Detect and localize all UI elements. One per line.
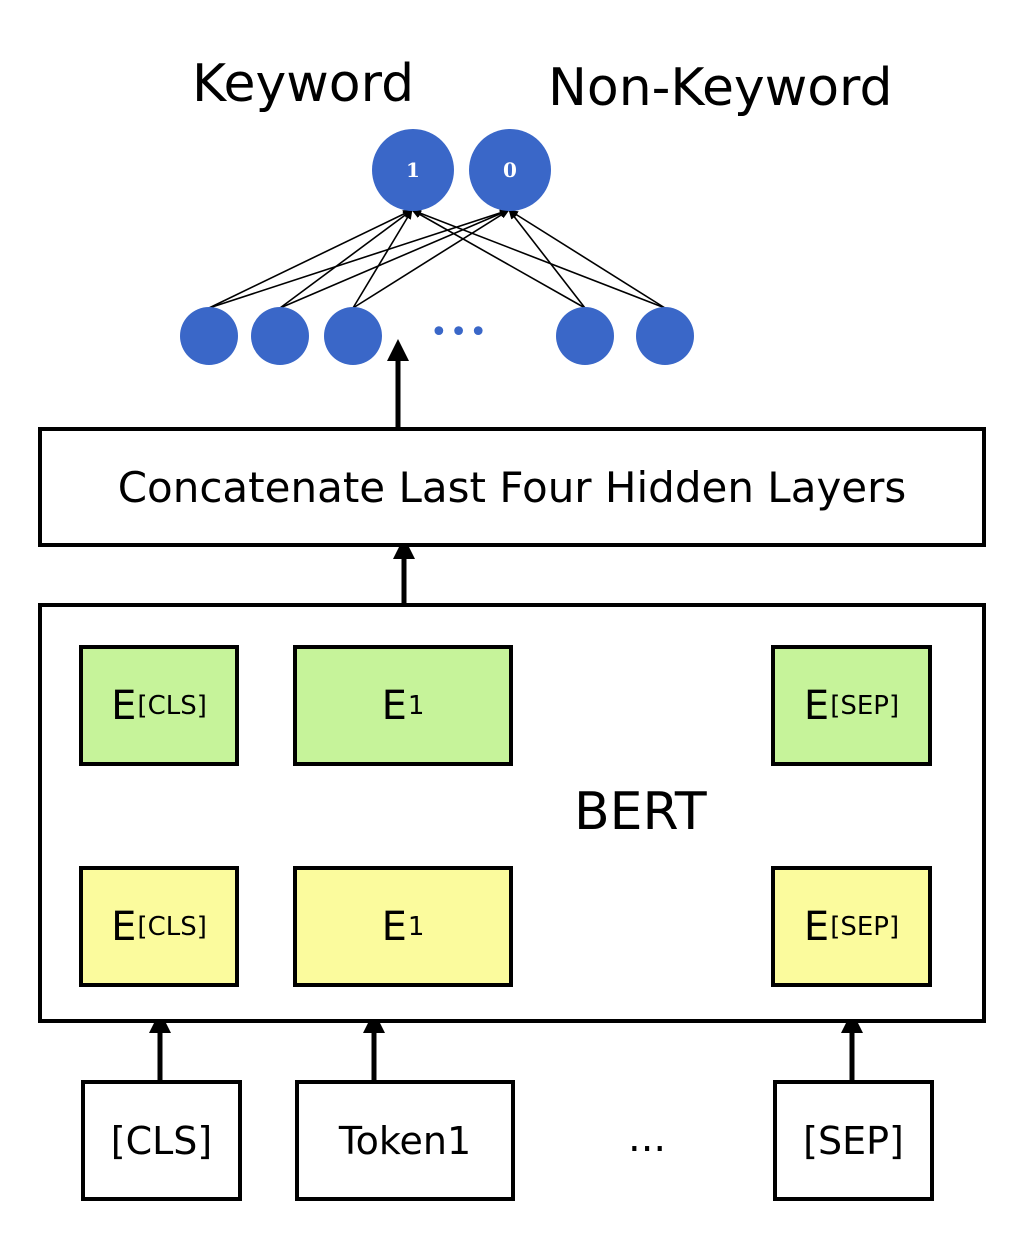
bottom-embedding-1-base: E (381, 903, 407, 950)
bert-label: BERT (574, 782, 707, 842)
token-token1-label: Token1 (338, 1118, 472, 1163)
concat-label: Concatenate Last Four Hidden Layers (117, 462, 907, 512)
bottom-embedding-1-sub: 1 (407, 911, 425, 942)
fc-lines (208, 208, 666, 309)
fc-line (208, 208, 510, 309)
fc-line (411, 209, 586, 309)
bottom-embedding-cls: E[CLS] (79, 866, 239, 987)
output-node-keyword: 1 (372, 129, 454, 211)
top-embedding-cls-sub: [CLS] (137, 690, 207, 721)
output-node-non-keyword-value: 0 (503, 158, 517, 182)
hidden-ellipsis: ••• (430, 315, 490, 350)
token-sep: [SEP] (773, 1080, 934, 1201)
non-keyword-label: Non-Keyword (548, 58, 893, 118)
top-embedding-cls: E[CLS] (79, 645, 239, 766)
top-embedding-sep-sub: [SEP] (830, 690, 900, 721)
concat-box: Concatenate Last Four Hidden Layers (38, 427, 986, 547)
hidden-node (180, 307, 238, 365)
top-embedding-cls-base: E (111, 682, 137, 729)
fc-line (279, 209, 510, 309)
fc-line (508, 209, 666, 309)
token-ellipsis: ... (628, 1115, 667, 1161)
bottom-embedding-sep: E[SEP] (771, 866, 932, 987)
hidden-node (324, 307, 382, 365)
fc-line (508, 209, 586, 309)
top-embedding-1-sub: 1 (407, 690, 425, 721)
top-embedding-1-base: E (381, 682, 407, 729)
output-node-non-keyword: 0 (469, 129, 551, 211)
fc-line (279, 209, 413, 309)
token-sep-label: [SEP] (803, 1118, 904, 1163)
token-cls-label: [CLS] (110, 1118, 213, 1163)
bottom-embedding-cls-sub: [CLS] (137, 911, 207, 942)
hidden-node (251, 307, 309, 365)
hidden-node (556, 307, 614, 365)
fc-line (352, 209, 413, 309)
top-embedding-sep: E[SEP] (771, 645, 932, 766)
output-node-keyword-value: 1 (406, 158, 420, 182)
fc-line (208, 209, 413, 309)
fc-line (411, 209, 666, 309)
bottom-embedding-sep-sub: [SEP] (830, 911, 900, 942)
bottom-embedding-sep-base: E (803, 903, 830, 950)
top-embedding-sep-base: E (803, 682, 830, 729)
keyword-label: Keyword (192, 54, 415, 114)
token-cls: [CLS] (81, 1080, 242, 1201)
token-token1: Token1 (295, 1080, 515, 1201)
hidden-node (636, 307, 694, 365)
bottom-embedding-cls-base: E (111, 903, 137, 950)
fc-line (352, 209, 510, 309)
